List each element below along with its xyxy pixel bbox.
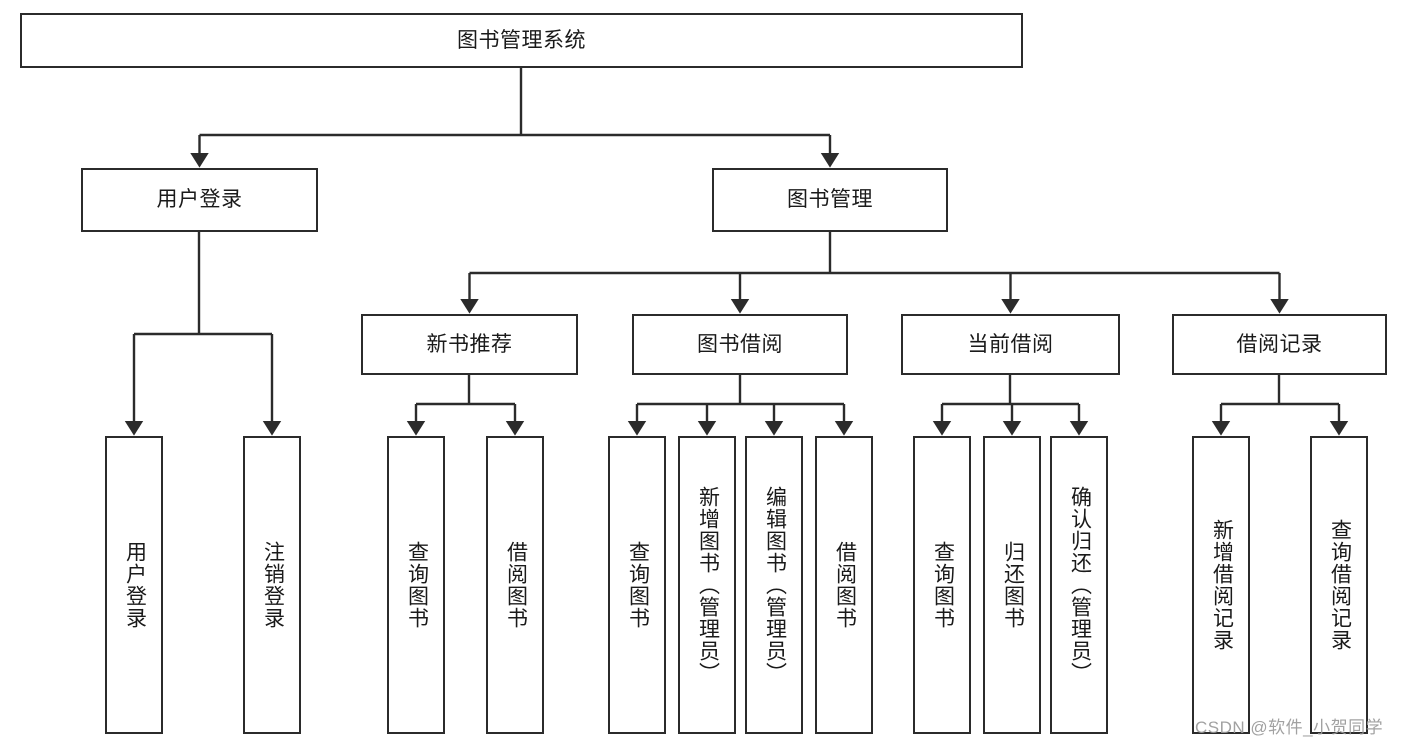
node-book-borrow[interactable]: 图书借阅 — [632, 314, 848, 375]
node-label: 借阅图书 — [833, 541, 857, 629]
node-label: 确认归还（管理员） — [1068, 486, 1092, 684]
node-label: 图书管理系统 — [457, 28, 586, 52]
node-root[interactable]: 图书管理系统 — [20, 13, 1023, 68]
node-label: 图书借阅 — [697, 332, 783, 356]
node-leaf-query-book-2[interactable]: 查询图书 — [608, 436, 666, 734]
node-leaf-confirm-return-admin[interactable]: 确认归还（管理员） — [1050, 436, 1108, 734]
node-label: 查询图书 — [626, 541, 650, 629]
node-leaf-edit-book-admin[interactable]: 编辑图书（管理员） — [745, 436, 803, 734]
connector-lines — [124, 68, 1349, 436]
node-user-login[interactable]: 用户登录 — [81, 168, 318, 232]
node-label: 新增借阅记录 — [1210, 519, 1234, 651]
node-leaf-user-login[interactable]: 用户登录 — [105, 436, 163, 734]
node-leaf-return-book[interactable]: 归还图书 — [983, 436, 1041, 734]
node-label: 用户登录 — [123, 541, 147, 629]
node-label: 编辑图书（管理员） — [763, 486, 787, 684]
node-label: 注销登录 — [261, 541, 285, 629]
node-label: 归还图书 — [1001, 541, 1025, 629]
node-leaf-query-borrow-record[interactable]: 查询借阅记录 — [1310, 436, 1368, 734]
node-label: 查询借阅记录 — [1328, 519, 1352, 651]
node-borrow-record[interactable]: 借阅记录 — [1172, 314, 1387, 375]
node-label: 当前借阅 — [967, 332, 1054, 356]
node-current-borrow[interactable]: 当前借阅 — [901, 314, 1120, 375]
node-new-book-rec[interactable]: 新书推荐 — [361, 314, 578, 375]
node-leaf-query-book-3[interactable]: 查询图书 — [913, 436, 971, 734]
node-label: 借阅图书 — [504, 541, 528, 629]
node-label: 查询图书 — [931, 541, 955, 629]
node-label: 用户登录 — [156, 188, 243, 212]
node-label: 借阅记录 — [1236, 332, 1323, 356]
node-leaf-query-book-1[interactable]: 查询图书 — [387, 436, 445, 734]
node-label: 新书推荐 — [426, 332, 513, 356]
node-label: 新增图书（管理员） — [696, 486, 720, 684]
node-leaf-add-borrow-record[interactable]: 新增借阅记录 — [1192, 436, 1250, 734]
node-leaf-borrow-book-1[interactable]: 借阅图书 — [486, 436, 544, 734]
node-leaf-add-book-admin[interactable]: 新增图书（管理员） — [678, 436, 736, 734]
node-leaf-user-logout[interactable]: 注销登录 — [243, 436, 301, 734]
node-label: 图书管理 — [787, 188, 873, 212]
node-label: 查询图书 — [405, 541, 429, 629]
node-book-manage[interactable]: 图书管理 — [712, 168, 948, 232]
csdn-watermark: CSDN @软件_小贺同学 — [1195, 718, 1384, 737]
node-leaf-borrow-book-2[interactable]: 借阅图书 — [815, 436, 873, 734]
